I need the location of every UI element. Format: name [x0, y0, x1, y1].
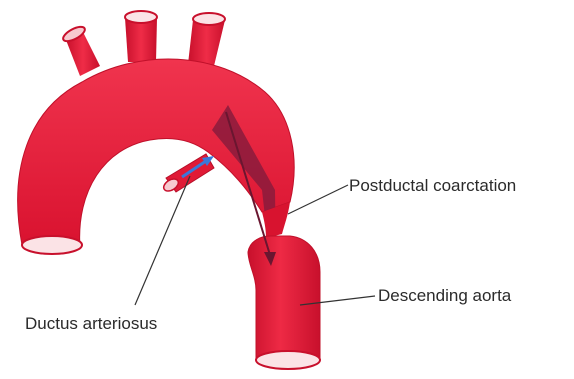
leader-line-postductal: [288, 185, 348, 214]
leader-line-ductus: [135, 176, 190, 305]
label-ductus-arteriosus: Ductus arteriosus: [25, 314, 157, 333]
branch-vessel-left: [61, 24, 100, 76]
label-descending-aorta: Descending aorta: [378, 286, 512, 305]
descending-aorta-opening: [256, 351, 320, 369]
ascending-aorta-opening: [22, 236, 82, 254]
branch-vessel-middle: [125, 11, 157, 62]
descending-aorta: [248, 236, 320, 360]
label-postductal-coarctation: Postductal coarctation: [349, 176, 516, 195]
branch-vessel-right: [188, 13, 225, 66]
